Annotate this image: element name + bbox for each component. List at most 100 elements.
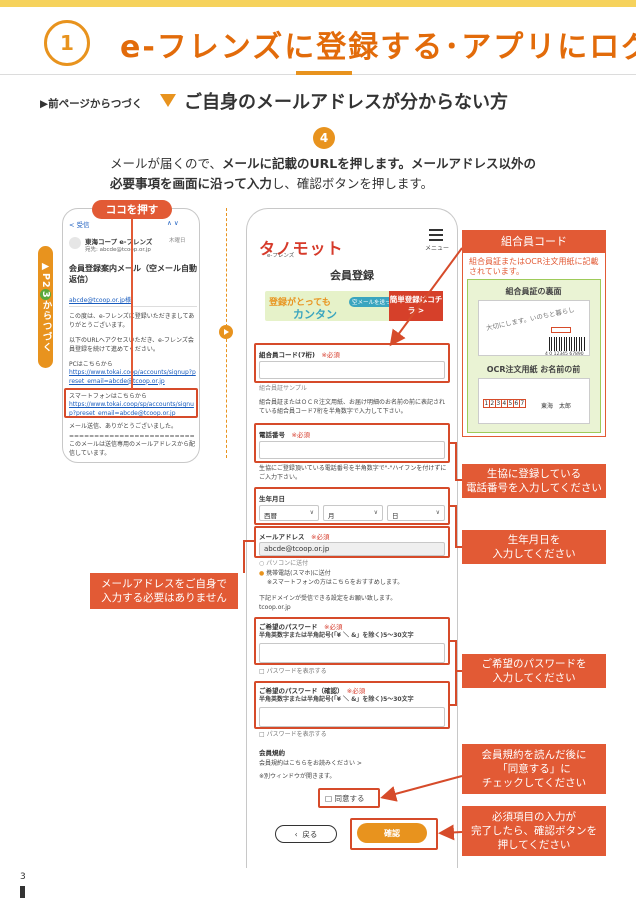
mail-thanks: メール送信、ありがとうございました。 xyxy=(69,423,178,430)
pc-link-label: PCはこちらから xyxy=(69,361,113,368)
member-card-back-title: 組合員証の裏面 xyxy=(505,287,562,296)
header-accent-bar xyxy=(296,71,352,75)
chevron-down-icon: ∨ xyxy=(435,509,440,516)
terms-label: 会員規約 xyxy=(259,749,285,757)
birth-month-select[interactable]: 月∨ xyxy=(323,505,383,521)
agree-label: 同意する xyxy=(334,794,365,803)
required-mark: ※必須 xyxy=(311,533,330,541)
registration-title: 会員登録 xyxy=(330,269,374,282)
era-value: 西暦 xyxy=(264,512,277,520)
koko-pointer-line xyxy=(131,219,133,389)
top-stripe xyxy=(0,0,636,7)
side-tab-suffix: からつづく xyxy=(40,300,52,353)
password-confirm-rule: 半角英数字または半角記号(「¥ ＼ &」を除く)5〜30文字 xyxy=(259,696,414,703)
back-button[interactable]: ‹ 戻る xyxy=(275,825,337,843)
member-code-label: 組合員コード(7桁) ※必須 xyxy=(259,349,340,359)
back-button-label: 戻る xyxy=(302,829,318,839)
instruction-line2-b: し、確認ボタンを押します。 xyxy=(271,176,434,191)
email-callout: メールアドレスをご自身で 入力する必要はありません xyxy=(90,573,238,609)
phone-label: 電話番号 ※必須 xyxy=(259,429,310,439)
terms-link[interactable]: 会員規約はこちらをお読みください > xyxy=(259,760,362,767)
member-card-sample-link[interactable]: 組合員証サンプル xyxy=(259,385,307,392)
birth-year-select[interactable]: 西暦 ∨ xyxy=(259,505,319,521)
phone-callout: 生協に登録している 電話番号を入力してください xyxy=(462,464,606,498)
member-code-input[interactable] xyxy=(259,361,445,379)
agree-checkbox[interactable]: □ 同意する xyxy=(325,794,365,803)
member-code-note: 組合員証またはＯＣＲ注文用紙、お届け明細のお名前の前に表記されている組合員コード… xyxy=(259,399,446,415)
email-label: メールアドレス ※必須 xyxy=(259,531,329,541)
terms-note: ※別ウィンドウが開きます。 xyxy=(259,773,336,780)
day-value: 日 xyxy=(392,512,399,520)
radio-sp[interactable]: ● 携帯電話(スマホ)に送付 xyxy=(259,570,331,577)
show-password-toggle[interactable]: □ パスワードを表示する xyxy=(259,668,327,675)
radio-pc-label: パソコンに送付 xyxy=(266,560,309,567)
member-card-image: 大切にします。いのちと暮らし 4 0 12345 67890 xyxy=(478,300,590,357)
password-callout: ご希望のパスワードを 入力してください xyxy=(462,654,606,688)
email-highlight xyxy=(254,526,450,558)
menu-label[interactable]: メニュー xyxy=(425,245,450,252)
side-tab-prefix: ▶P2 xyxy=(40,261,51,290)
page-marker xyxy=(20,886,25,898)
birth-day-select[interactable]: 日∨ xyxy=(387,505,445,521)
domain-note: 下記ドメインが受信できる設定をお願い致します。 xyxy=(259,595,397,602)
password-confirm-input[interactable] xyxy=(259,707,445,727)
page-title: e-フレンズに登録する･アプリにログ xyxy=(120,30,636,65)
password-highlight xyxy=(254,617,450,665)
triangle-down-icon xyxy=(160,94,176,107)
instruction-line1-b: メールに記載のURLを押します。メールアドレス以外の xyxy=(222,156,537,171)
email-field: abcde@tcoop.or.jp xyxy=(259,542,445,556)
easy-registration-button[interactable]: 簡単登録はコチラ > xyxy=(389,291,443,321)
sp-link-label: スマートフォンはこちらから xyxy=(69,393,147,400)
radio-sp-note: ※スマートフォンの方はこちらをおすすめします。 xyxy=(267,579,404,586)
password-input[interactable] xyxy=(259,643,445,663)
password-label: ご希望のパスワード ※必須 xyxy=(259,621,342,631)
required-mark: ※必須 xyxy=(291,431,310,439)
banner-text-1: 登録がとっても xyxy=(269,298,331,308)
radio-sp-label: 携帯電話(スマホ)に送付 xyxy=(266,570,331,577)
phone-input[interactable] xyxy=(259,441,445,459)
sp-link-highlight xyxy=(64,388,198,418)
hamburger-menu-icon[interactable] xyxy=(429,229,443,244)
chevron-down-icon: ∨ xyxy=(309,509,314,516)
inbox-back-link[interactable]: < 受信 xyxy=(69,221,90,229)
ocr-sheet-title: OCR注文用紙 お名前の前 xyxy=(486,365,581,374)
phone-highlight xyxy=(254,423,450,463)
password-confirm-highlight xyxy=(254,681,450,729)
birth-callout: 生年月日を 入力してください xyxy=(462,530,606,564)
member-code-highlight xyxy=(254,343,450,383)
required-mark: ※必須 xyxy=(346,687,366,695)
member-code-label-text: 組合員コード(7桁) xyxy=(259,351,315,359)
instruction-line1-a: メールが届くので、 xyxy=(110,156,223,171)
confirm-callout: 必須項目の入力が 完了したら、確認ボタンを 押してください xyxy=(462,806,606,856)
logo-subtitle: e-フレンズ xyxy=(267,253,295,259)
sp-signup-link[interactable]: https://www.tokai.coop/sp/accounts/signu… xyxy=(69,401,194,417)
mail-nav-arrows[interactable]: ∧ ∨ xyxy=(167,219,179,227)
show-password-label: パスワードを表示する xyxy=(266,668,327,675)
confirm-button[interactable]: 確認 xyxy=(357,823,427,843)
section-number-badge: 1 xyxy=(44,20,90,66)
required-mark: ※必須 xyxy=(321,351,340,359)
show-password-confirm-toggle[interactable]: □ パスワードを表示する xyxy=(259,731,327,738)
easy-registration-banner[interactable]: 登録がとっても カンタン 空メールを送っても 簡単登録はコチラ > xyxy=(265,291,443,321)
birth-highlight xyxy=(254,487,450,525)
press-here-badge: ココを押す xyxy=(92,200,172,219)
password-rule: 半角英数字または半角記号(「¥ ＼ &」を除く)5〜30文字 xyxy=(259,632,414,639)
radio-pc[interactable]: ○ パソコンに送付 xyxy=(259,560,309,567)
mail-date: 木曜日 xyxy=(169,238,186,244)
member-code-callout-desc: 組合員証またはOCR注文用紙に記載されています。 xyxy=(469,257,599,276)
arrow-right-icon xyxy=(219,325,233,339)
mail-address-line: abcde@tcoop.or.jp様 xyxy=(69,297,131,304)
mail-subject: 会員登録案内メール（空メール自動返信） xyxy=(69,264,197,284)
domain-value: tcoop.or.jp xyxy=(259,604,291,611)
registration-phone-mockup: タノモット e-フレンズ メニュー 会員登録 登録がとっても カンタン 空メール… xyxy=(246,208,458,868)
mail-sender: 東海コープ e-フレンズ xyxy=(85,238,153,246)
member-code-callout: 組合員証またはOCR注文用紙に記載されています。 組合員証の裏面 大切にします。… xyxy=(462,252,606,437)
member-code-callout-title: 組合員コード xyxy=(462,230,606,252)
agree-highlight xyxy=(318,788,380,808)
instruction-line2-a: 必要事項を画面に沿って入力 xyxy=(110,176,272,191)
month-value: 月 xyxy=(328,512,335,520)
tanomotto-logo: タノモット xyxy=(259,239,344,258)
